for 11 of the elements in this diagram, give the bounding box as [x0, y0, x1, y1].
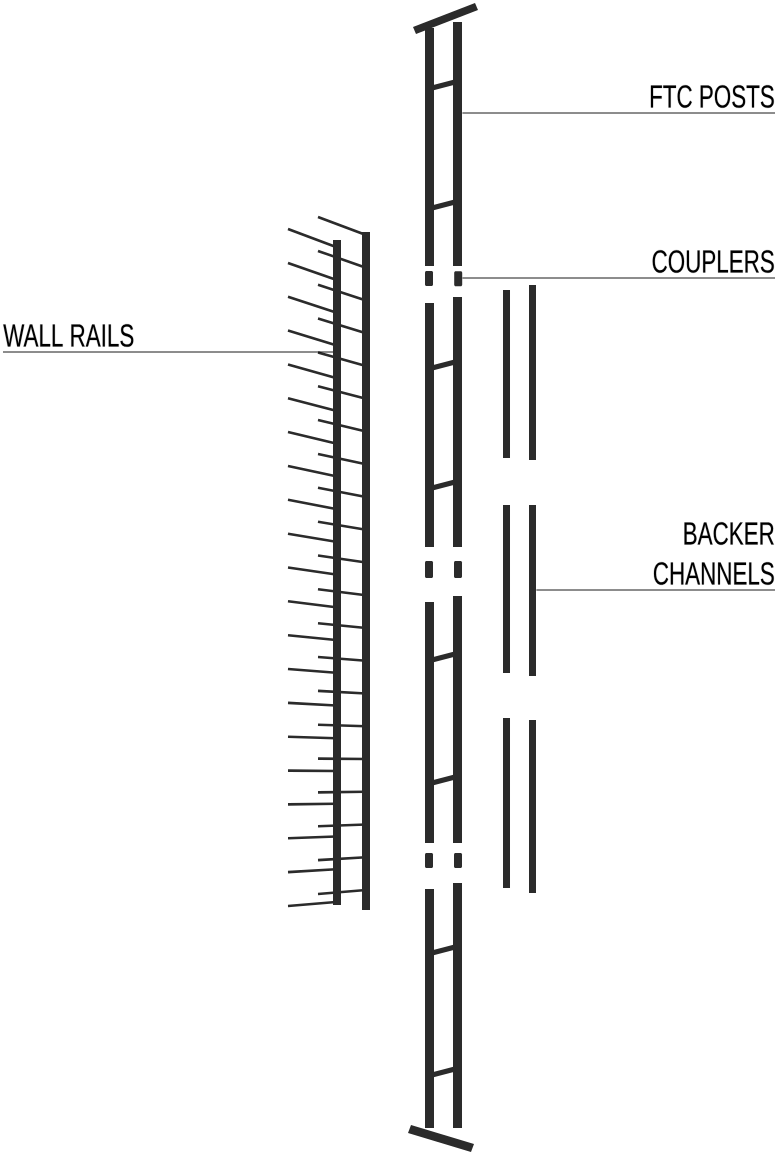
callout-label: WALL RAILS [3, 324, 134, 347]
backer-channel-drawing [503, 285, 536, 893]
leader-line [2, 351, 334, 353]
leader-line [461, 112, 776, 114]
callout-label: COUPLERS [652, 250, 774, 273]
callout-label: FTC POSTS [650, 85, 774, 108]
post-drawing [408, 3, 478, 1152]
leader-line [461, 277, 776, 279]
wall-rail-drawing [287, 215, 370, 910]
callout-label: BACKER CHANNELS [653, 522, 774, 585]
leader-line [535, 589, 776, 591]
